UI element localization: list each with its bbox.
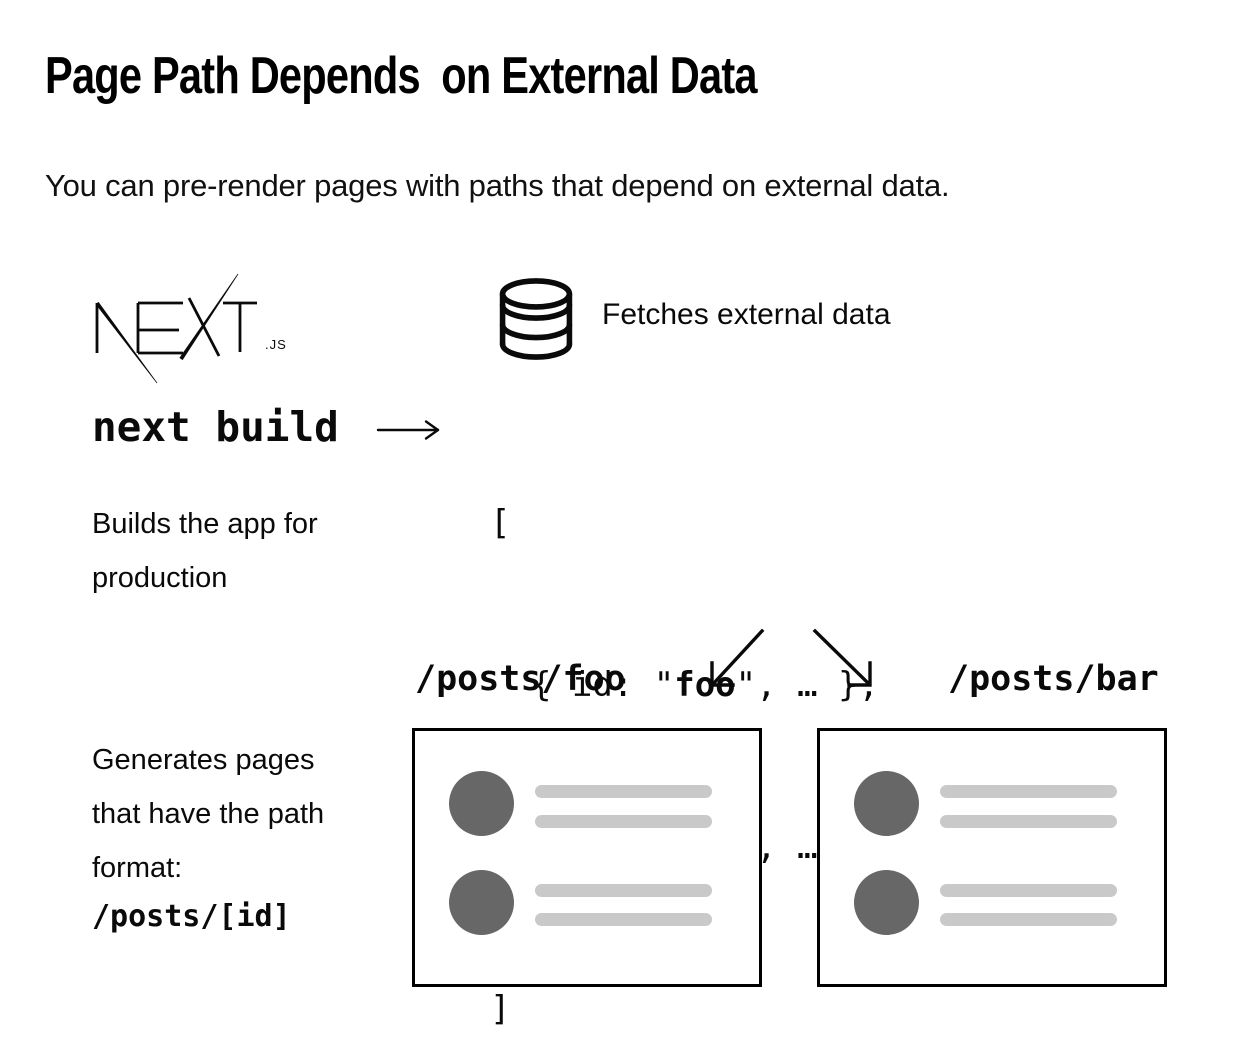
- avatar-placeholder: [449, 870, 514, 935]
- text-line-placeholder: [940, 815, 1117, 828]
- page-mockup-bar: [817, 728, 1167, 987]
- text-line-placeholder: [535, 913, 712, 926]
- database-icon: [499, 278, 573, 360]
- text-line-placeholder: [940, 785, 1117, 798]
- page-path-label-foo: /posts/foo: [415, 659, 626, 699]
- page-mockup-foo: [412, 728, 762, 987]
- arrow-down-right-icon: [812, 628, 872, 687]
- text-line-placeholder: [940, 884, 1117, 897]
- logo-n-diagonal: [95, 301, 158, 384]
- page-path-label-bar: /posts/bar: [948, 659, 1159, 699]
- build-caption: Builds the app for production: [92, 508, 318, 594]
- code-line-close: ]: [490, 989, 511, 1029]
- text-line-placeholder: [535, 785, 712, 798]
- avatar-placeholder: [854, 771, 919, 836]
- build-command-text: next build: [92, 403, 339, 451]
- generates-caption: Generates pages that have the path forma…: [92, 744, 325, 884]
- text-line-placeholder: [535, 884, 712, 897]
- path-format-label: /posts/[id]: [92, 899, 291, 934]
- code-item-prefix: { id: ": [490, 665, 675, 705]
- code-line-open: [: [490, 503, 511, 543]
- logo-letter-t: [223, 301, 257, 352]
- nextjs-logo: .JS: [95, 273, 287, 384]
- arrow-down-left-icon: [710, 628, 765, 687]
- logo-js-suffix: .JS: [265, 337, 287, 352]
- fetch-caption: Fetches external data: [602, 298, 891, 331]
- page-title: Page Path Depends on External Data: [45, 47, 758, 105]
- arrow-right-icon: [376, 420, 440, 440]
- avatar-placeholder: [854, 870, 919, 935]
- page-subtitle: You can pre-render pages with paths that…: [45, 168, 950, 203]
- logo-letter-e: [136, 301, 183, 355]
- text-line-placeholder: [940, 913, 1117, 926]
- avatar-placeholder: [449, 771, 514, 836]
- logo-x-slash: [179, 273, 239, 361]
- text-line-placeholder: [535, 815, 712, 828]
